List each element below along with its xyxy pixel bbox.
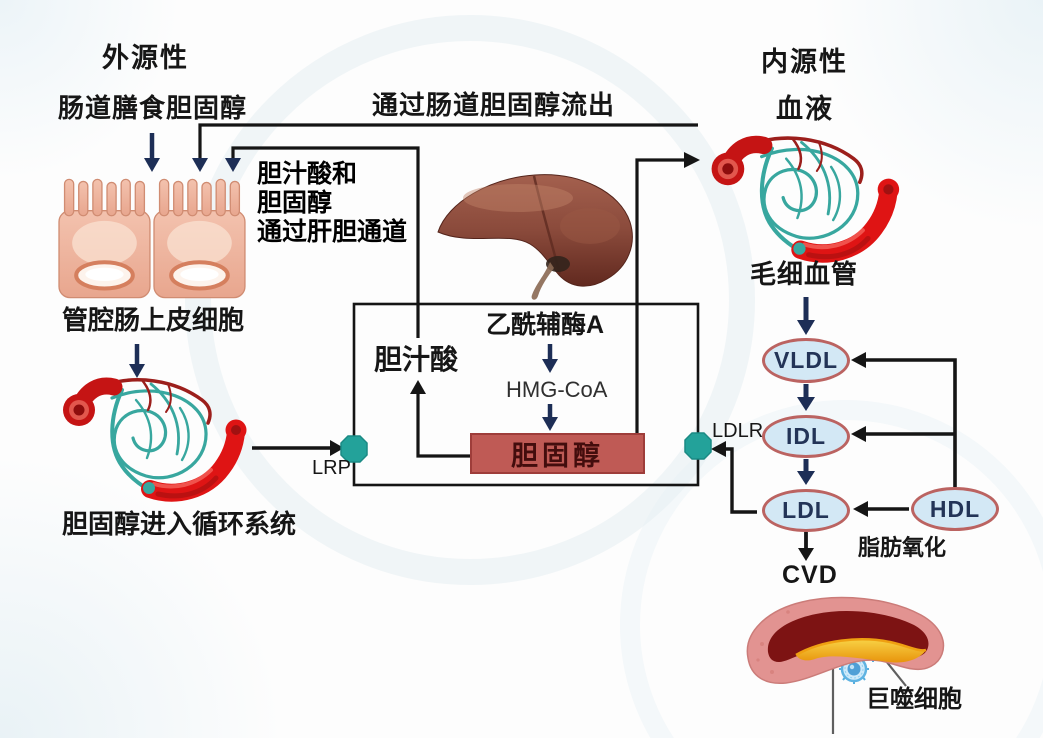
dietary-cholesterol-label: 肠道膳食胆固醇 — [58, 93, 248, 123]
watermark-circle-2 — [620, 400, 1043, 738]
ldlr-receptor-icon — [684, 432, 712, 460]
hepatobiliary-note-line2: 胆固醇 — [257, 189, 333, 217]
hdl-label: HDL — [929, 495, 981, 522]
liver-illustration — [437, 174, 633, 300]
atherosclerosis-vessel-illustration — [746, 596, 945, 685]
hepatobiliary-line — [231, 146, 420, 338]
bile-acid-label: 胆汁酸 — [374, 344, 459, 375]
capillary-illustration-circulation — [63, 377, 247, 502]
liver-to-blood-arrowhead — [684, 152, 700, 168]
ldl-to-cvd-arrowhead — [798, 548, 814, 561]
acetyl-coa-label: 乙酰辅酶A — [486, 311, 605, 339]
vldl-to-idl-arrowhead — [797, 397, 815, 411]
hepatobiliary-note-line3: 通过肝胆通道 — [257, 218, 408, 246]
capillary-to-lrp-arrowhead — [330, 440, 344, 456]
capillary-to-vldl-arrowhead — [797, 320, 815, 335]
ldl-to-ldlr-line — [726, 447, 757, 514]
idl-label: IDL — [785, 423, 827, 449]
circulation-caption: 胆固醇进入循环系统 — [62, 509, 297, 539]
hepatobiliary-note: 胆汁酸和 胆固醇 通过肝胆通道 — [257, 160, 407, 247]
fat-oxidation-label: 脂肪氧化 — [858, 535, 947, 560]
hdl-to-vldl-arrowhead — [851, 352, 866, 368]
cholesterol-box: 胆固醇 — [470, 433, 645, 474]
cvd-label: CVD — [782, 561, 838, 589]
efflux-arrowhead — [192, 158, 208, 172]
macrophage-pointer-line — [885, 660, 907, 687]
macrophage-label: 巨噬细胞 — [866, 686, 962, 713]
vldl-label: VLDL — [773, 347, 839, 373]
lrp-label: LRP — [312, 457, 351, 479]
dietary-arrowhead — [144, 158, 160, 172]
liver-to-blood-line — [635, 158, 684, 433]
capillary-caption: 毛细血管 — [750, 259, 859, 289]
hmg-coa-label: HMG-CoA — [506, 377, 608, 402]
epithelium-caption: 管腔肠上皮细胞 — [62, 305, 245, 335]
cholesterol-to-bileacid-line — [416, 394, 470, 458]
hdl-node: HDL — [911, 487, 999, 531]
hmg-to-cholesterol-arrowhead — [542, 417, 558, 431]
ldl-node: LDL — [762, 489, 850, 532]
acetyl-to-hmg-arrowhead — [542, 359, 558, 373]
liver-box-outline — [352, 302, 700, 487]
ldl-to-ldlr-arrowhead — [711, 441, 726, 457]
capillary-illustration-blood — [711, 135, 900, 263]
ldl-label: LDL — [782, 497, 830, 523]
epithelium-arrowhead — [129, 364, 145, 378]
hepatobiliary-arrowhead — [225, 158, 241, 172]
idl-node: IDL — [762, 415, 850, 458]
intestinal-epithelium-illustration — [58, 178, 246, 299]
hepatobiliary-note-line1: 胆汁酸和 — [257, 160, 358, 188]
vldl-node: VLDL — [762, 338, 850, 383]
hdl-to-idl-arrowhead — [851, 426, 866, 442]
lrp-receptor-icon — [340, 435, 368, 463]
hdl-to-ldl-arrowhead — [853, 501, 868, 517]
efflux-label: 通过肠道胆固醇流出 — [372, 90, 616, 120]
watermark-circle — [185, 15, 755, 585]
exogenous-heading: 外源性 — [102, 43, 189, 73]
efflux-line — [198, 123, 698, 158]
cholesterol-to-bileacid-arrowhead — [410, 380, 426, 394]
idl-to-ldl-arrowhead — [797, 471, 815, 485]
ldlr-label: LDLR — [712, 420, 764, 442]
endogenous-heading: 内源性 — [761, 47, 848, 77]
blood-label: 血液 — [776, 94, 834, 124]
hdl-to-vldl-line — [866, 358, 957, 487]
